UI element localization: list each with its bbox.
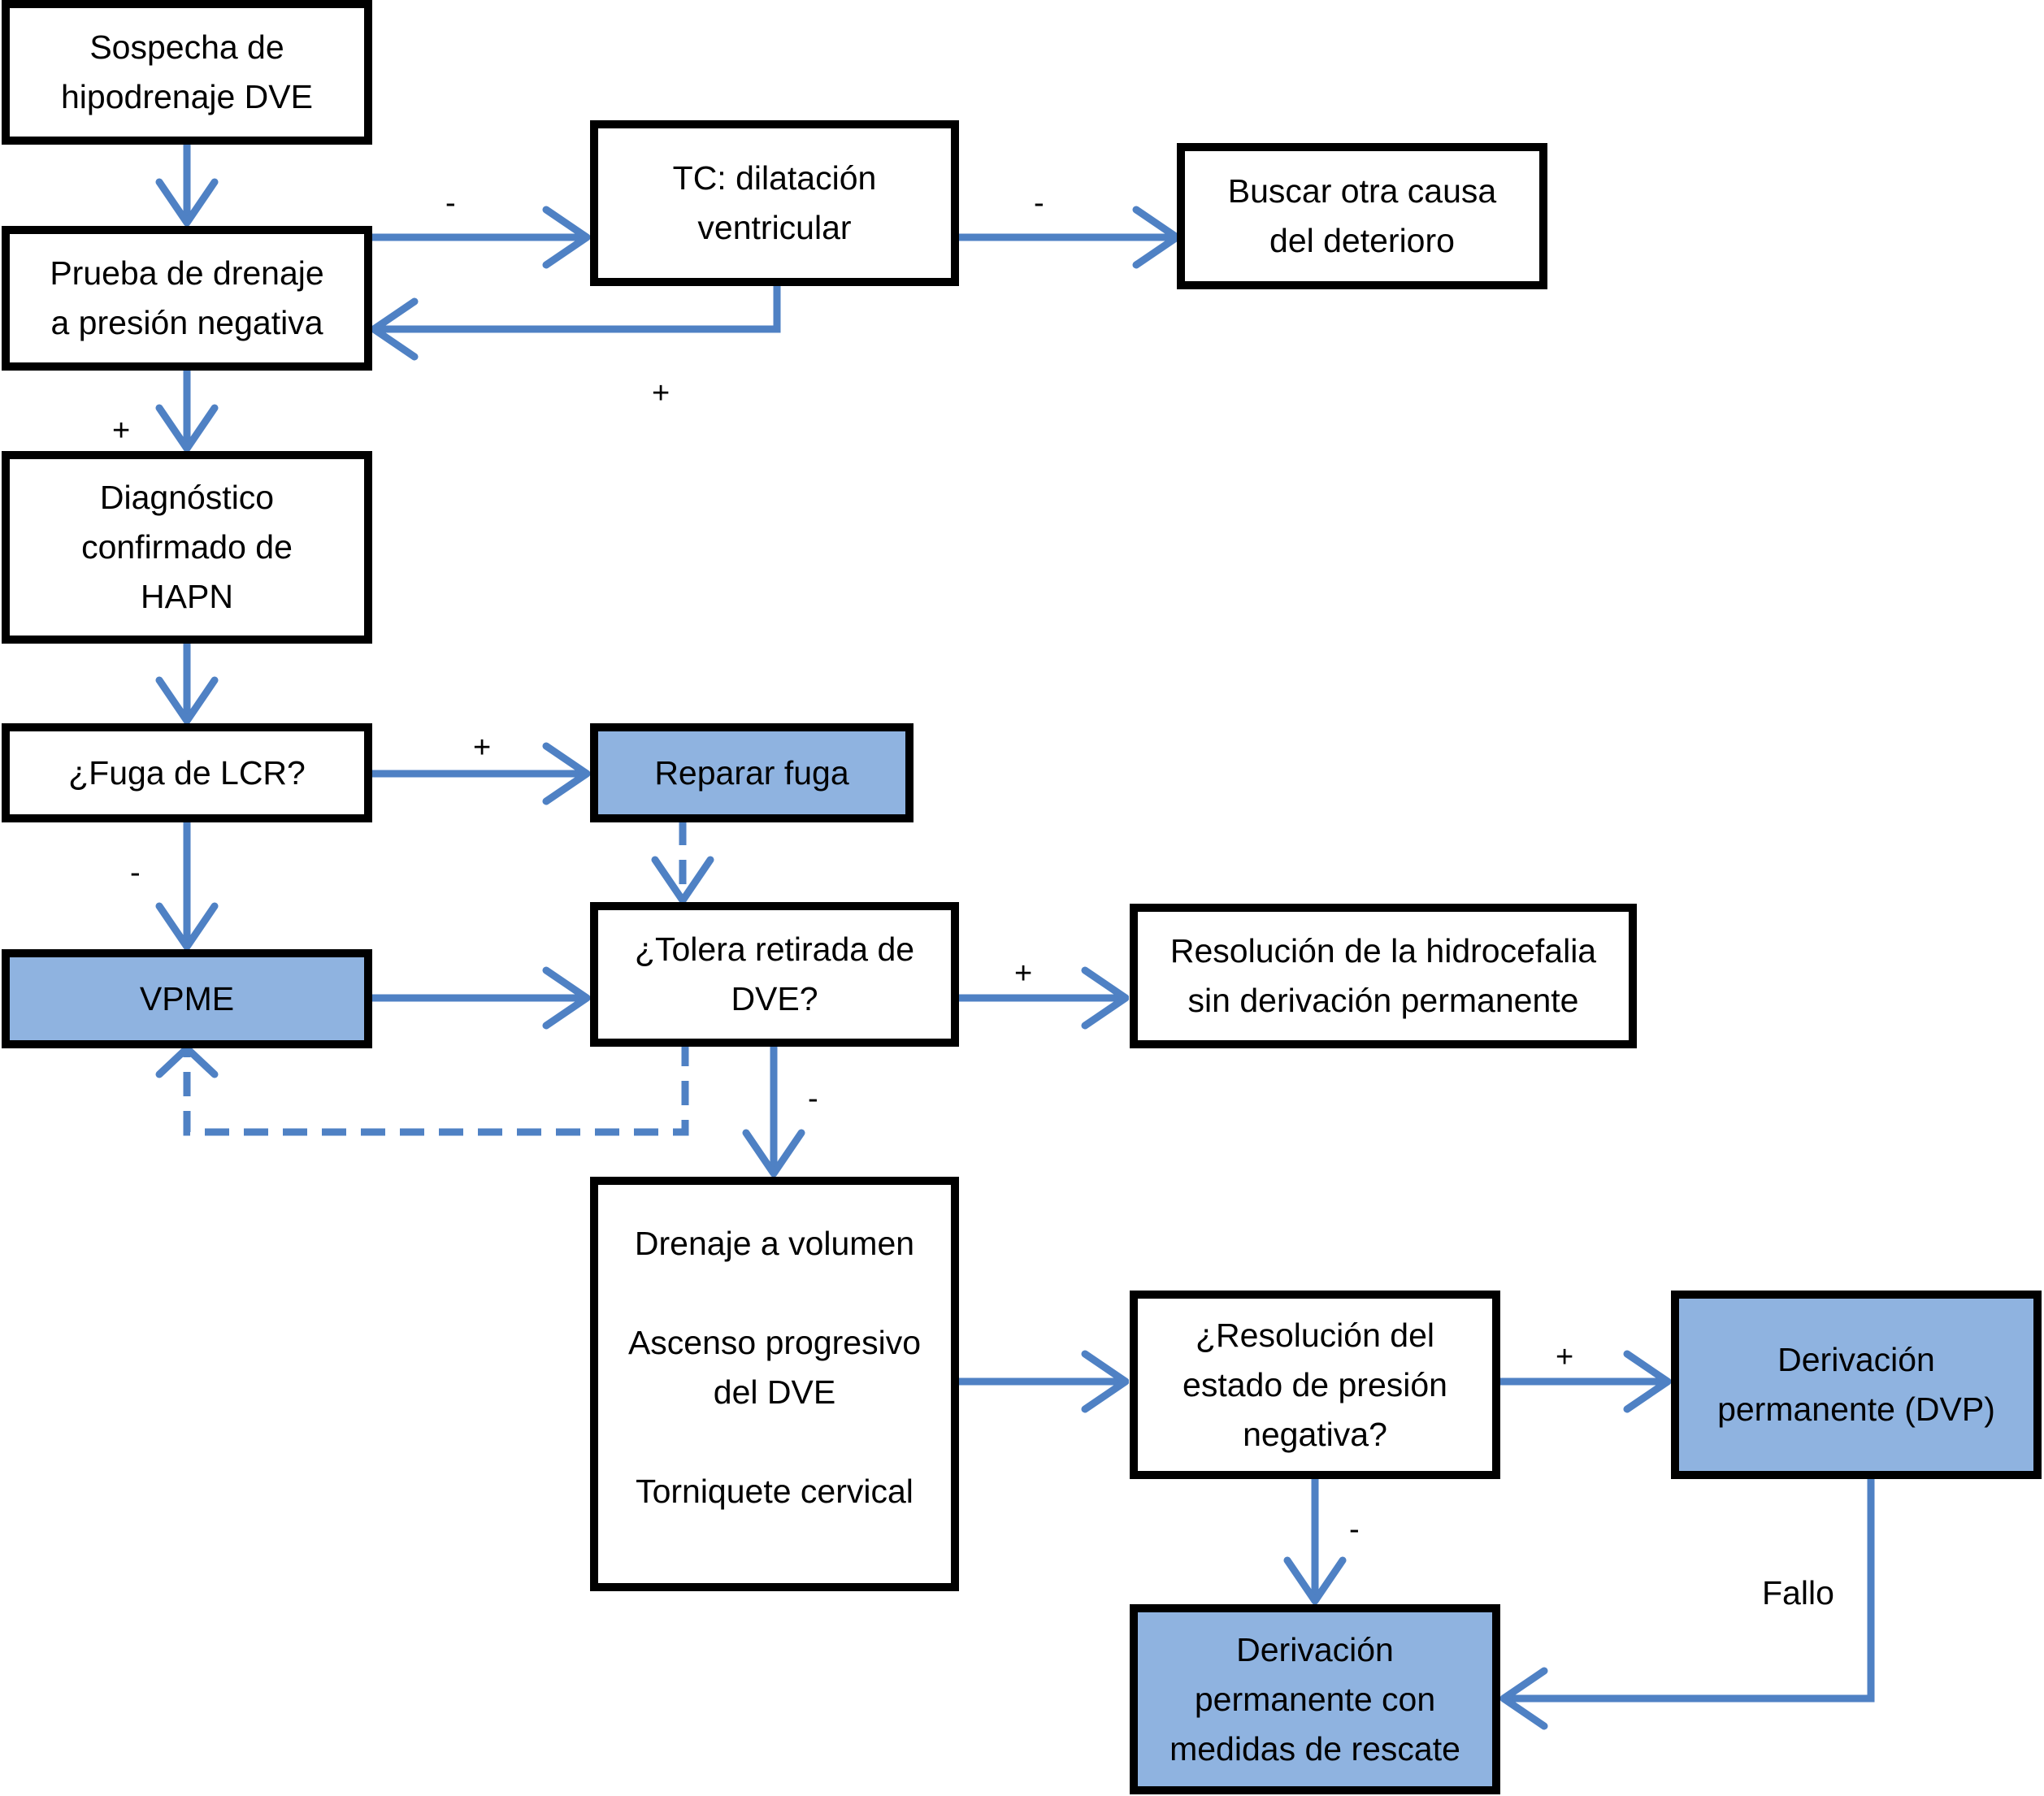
box-tolera-text: ¿Tolera retirada de DVE? <box>634 931 915 1017</box>
label-minus-fuga: - <box>130 856 141 890</box>
box-buscar-text: Buscar otra causa del deterioro <box>1227 172 1497 259</box>
label-plus-resolucion: + <box>1556 1340 1574 1374</box>
box-fuga: ¿Fuga de LCR? <box>2 723 372 822</box>
box-sospecha-text: Sospecha de hipodrenaje DVE <box>61 28 313 115</box>
box-dvp: Derivación permanente (DVP) <box>1671 1291 2042 1479</box>
box-drenaje-text: Drenaje a volumen Ascenso progresivo del… <box>627 1225 922 1510</box>
box-reparar-text: Reparar fuga <box>654 753 849 792</box>
box-resolucion-estado: ¿Resolución del estado de presión negati… <box>1130 1291 1500 1479</box>
arrow-tolera-vpme-dashed <box>183 1042 689 1136</box>
box-dvp-text: Derivación permanente (DVP) <box>1717 1341 1995 1428</box>
label-plus-tolera: + <box>1014 957 1033 991</box>
label-minus-resolucion: - <box>1349 1512 1360 1547</box>
box-resolucion-hidrocefalia-text: Resolución de la hidrocefalia sin deriva… <box>1170 932 1597 1019</box>
box-diagnostico-text: Diagnóstico confirmado de HAPN <box>81 479 293 615</box>
arrow-dvp-rescate-fallo <box>1504 1479 1875 1698</box>
box-tolera: ¿Tolera retirada de DVE? <box>590 902 959 1047</box>
label-plus-tc-back: + <box>652 376 670 410</box>
box-resolucion-hidrocefalia: Resolución de la hidrocefalia sin deriva… <box>1130 904 1637 1048</box>
box-tc: TC: dilatación ventricular <box>590 120 959 286</box>
label-minus-tolera: - <box>808 1082 818 1116</box>
box-resolucion-estado-text: ¿Resolución del estado de presión negati… <box>1183 1316 1447 1453</box>
arrow-tolera-vpme-head <box>155 1044 219 1078</box>
box-fuga-text: ¿Fuga de LCR? <box>68 753 306 792</box>
label-plus-fuga: + <box>473 731 492 765</box>
arrow-tc-prueba <box>374 281 781 329</box>
label-minus-buscar: - <box>1034 186 1044 220</box>
label-fallo: Fallo <box>1762 1574 1834 1612</box>
label-minus-tc: - <box>445 186 456 220</box>
box-diagnostico: Diagnóstico confirmado de HAPN <box>2 451 372 644</box>
box-buscar: Buscar otra causa del deterioro <box>1177 143 1547 289</box>
label-plus-diagnostico: + <box>112 414 131 448</box>
box-prueba: Prueba de drenaje a presión negativa <box>2 226 372 371</box>
box-reparar: Reparar fuga <box>590 723 914 822</box>
box-drenaje: Drenaje a volumen Ascenso progresivo del… <box>590 1177 959 1591</box>
box-rescate-text: Derivación permanente con medidas de res… <box>1170 1630 1460 1768</box>
box-tc-text: TC: dilatación ventricular <box>672 159 877 246</box>
box-vpme-text: VPME <box>139 979 235 1017</box>
box-vpme: VPME <box>2 949 372 1048</box>
box-prueba-text: Prueba de drenaje a presión negativa <box>50 254 324 341</box>
box-rescate: Derivación permanente con medidas de res… <box>1130 1604 1500 1794</box>
box-sospecha: Sospecha de hipodrenaje DVE <box>2 0 372 145</box>
